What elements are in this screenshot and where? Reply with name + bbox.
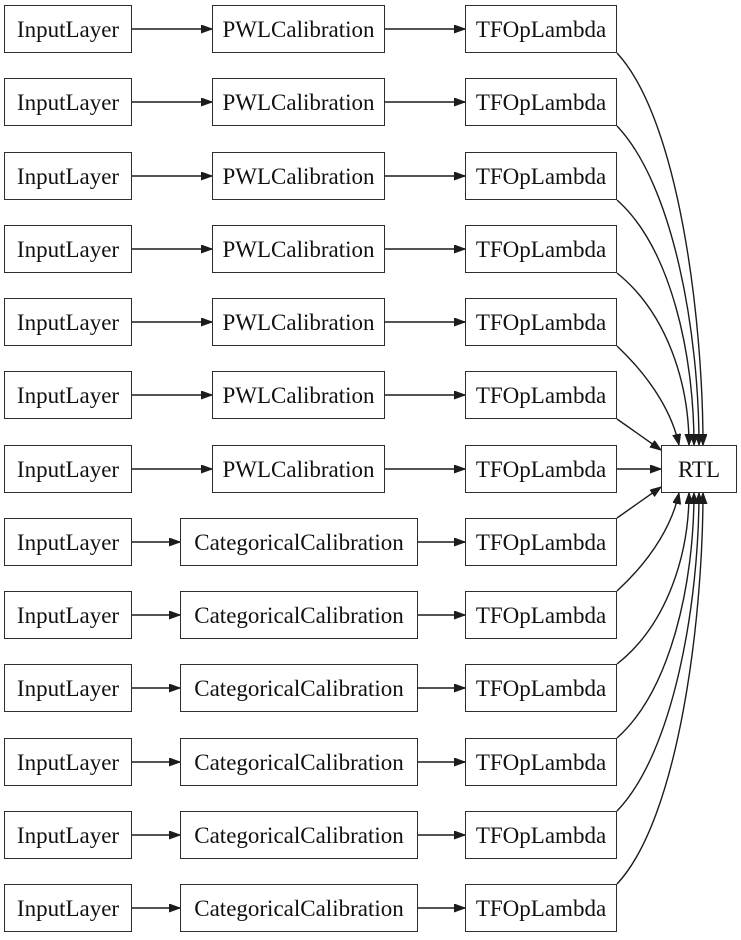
node-categoricalcalibration-row-12: CategoricalCalibration [180, 811, 418, 859]
node-pwlcalibration-row-4: PWLCalibration [212, 225, 385, 273]
node-pwlcalibration-row-3: PWLCalibration [212, 152, 385, 200]
node-inputlayer-row-11: InputLayer [4, 738, 132, 786]
node-tfoplambda-row-4: TFOpLambda [465, 225, 617, 273]
node-tfoplambda-row-13: TFOpLambda [465, 884, 617, 932]
node-tfoplambda-row-5: TFOpLambda [465, 298, 617, 346]
node-inputlayer-row-3: InputLayer [4, 152, 132, 200]
node-categoricalcalibration-row-13: CategoricalCalibration [180, 884, 418, 932]
node-rtl-sink: RTL [661, 445, 737, 493]
node-categoricalcalibration-row-8: CategoricalCalibration [180, 518, 418, 566]
node-pwlcalibration-row-5: PWLCalibration [212, 298, 385, 346]
node-pwlcalibration-row-6: PWLCalibration [212, 371, 385, 419]
edge [616, 52, 703, 445]
edge [616, 493, 679, 592]
node-pwlcalibration-row-2: PWLCalibration [212, 78, 385, 126]
edge [616, 487, 661, 519]
node-tfoplambda-row-7: TFOpLambda [465, 445, 617, 493]
edge [616, 125, 699, 445]
edge [616, 418, 661, 450]
node-pwlcalibration-row-1: PWLCalibration [212, 5, 385, 53]
node-pwlcalibration-row-7: PWLCalibration [212, 445, 385, 493]
node-inputlayer-row-6: InputLayer [4, 371, 132, 419]
node-tfoplambda-row-12: TFOpLambda [465, 811, 617, 859]
edge [616, 272, 689, 445]
node-categoricalcalibration-row-11: CategoricalCalibration [180, 738, 418, 786]
node-inputlayer-row-9: InputLayer [4, 591, 132, 639]
edge [616, 493, 699, 812]
node-tfoplambda-row-1: TFOpLambda [465, 5, 617, 53]
node-tfoplambda-row-11: TFOpLambda [465, 738, 617, 786]
node-inputlayer-row-7: InputLayer [4, 445, 132, 493]
node-tfoplambda-row-2: TFOpLambda [465, 78, 617, 126]
node-inputlayer-row-12: InputLayer [4, 811, 132, 859]
edge [616, 493, 703, 885]
node-tfoplambda-row-3: TFOpLambda [465, 152, 617, 200]
edge [616, 345, 679, 445]
node-inputlayer-row-2: InputLayer [4, 78, 132, 126]
node-inputlayer-row-10: InputLayer [4, 664, 132, 712]
node-tfoplambda-row-10: TFOpLambda [465, 664, 617, 712]
node-categoricalcalibration-row-10: CategoricalCalibration [180, 664, 418, 712]
node-tfoplambda-row-6: TFOpLambda [465, 371, 617, 419]
node-tfoplambda-row-9: TFOpLambda [465, 591, 617, 639]
node-inputlayer-row-4: InputLayer [4, 225, 132, 273]
node-inputlayer-row-13: InputLayer [4, 884, 132, 932]
edge [616, 493, 689, 665]
edge [616, 199, 694, 445]
node-categoricalcalibration-row-9: CategoricalCalibration [180, 591, 418, 639]
node-inputlayer-row-1: InputLayer [4, 5, 132, 53]
node-inputlayer-row-5: InputLayer [4, 298, 132, 346]
edge [616, 493, 694, 739]
node-inputlayer-row-8: InputLayer [4, 518, 132, 566]
node-tfoplambda-row-8: TFOpLambda [465, 518, 617, 566]
